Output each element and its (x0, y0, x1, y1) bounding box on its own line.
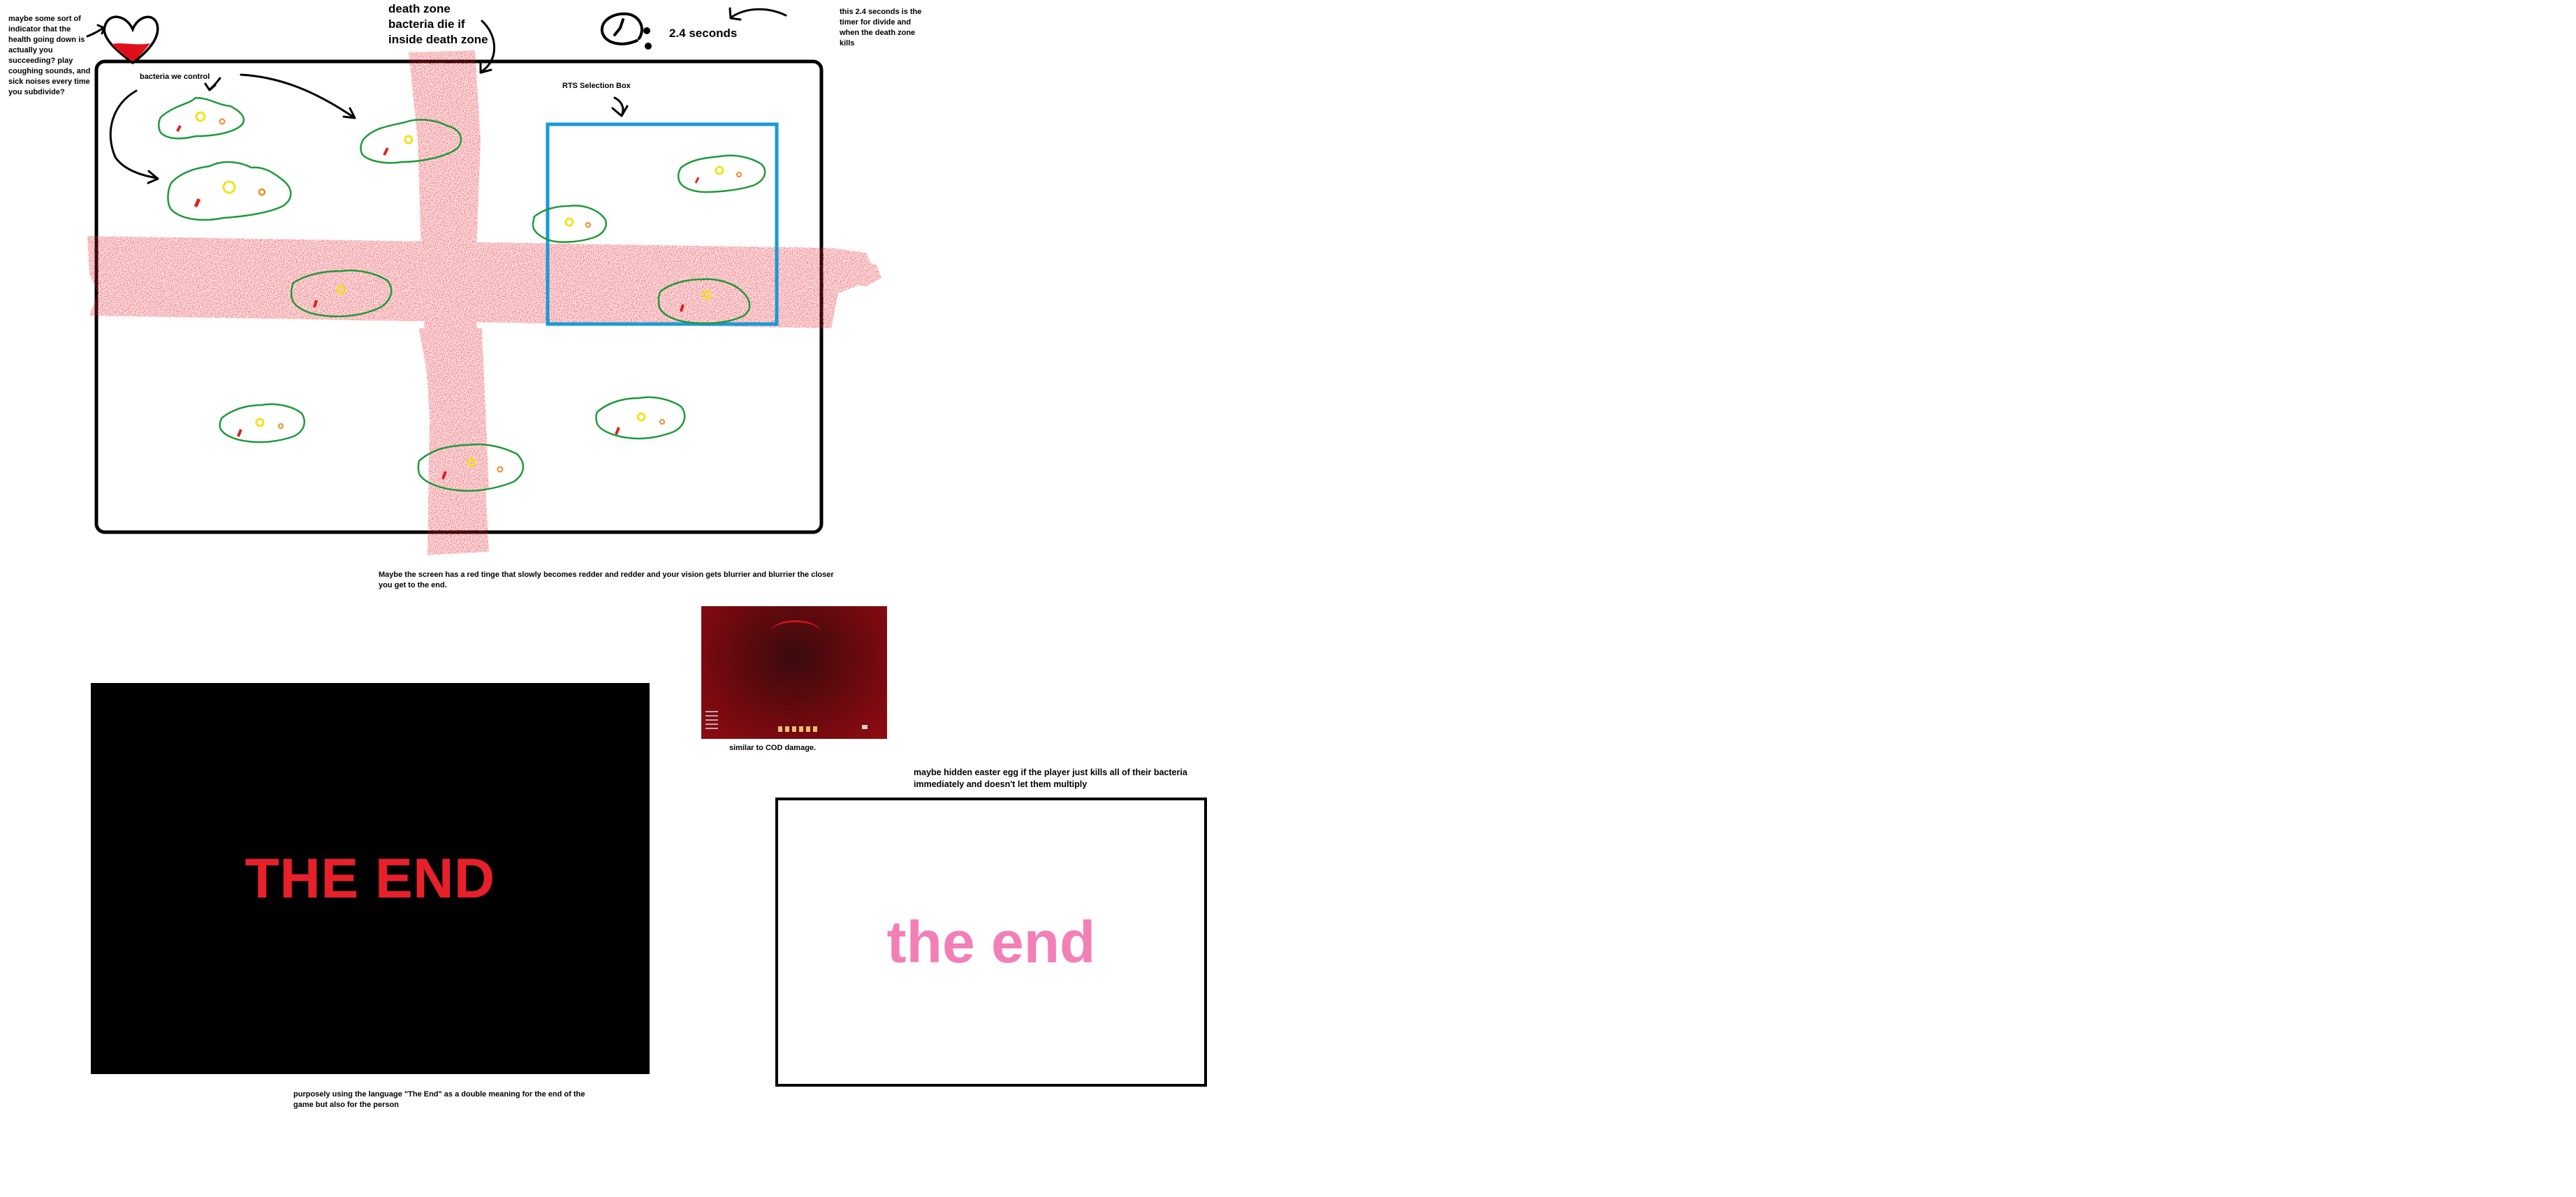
red-tinge-note: Maybe the screen has a red tinge that sl… (379, 571, 834, 589)
cod-damage-screenshot (701, 606, 887, 739)
bacterium[interactable] (657, 278, 751, 325)
the-end-screen: THE END (91, 683, 650, 1074)
death-zone-note: death zone bacteria die if inside death … (388, 2, 488, 46)
cod-hud-right (862, 725, 868, 729)
bacterium[interactable] (290, 270, 393, 318)
bacterium[interactable] (677, 154, 766, 193)
bacteria-group (158, 96, 766, 492)
arrow-to-timer (731, 8, 787, 18)
rts-selection-box-label: RTS Selection Box (562, 82, 631, 90)
bacterium[interactable] (360, 119, 462, 164)
cod-damage-arc (771, 620, 820, 643)
death-zone (87, 50, 881, 555)
bacterium[interactable] (219, 403, 305, 443)
health-indicator-note: maybe some sort of indicator that the he… (8, 15, 91, 96)
bacterium[interactable] (417, 443, 525, 492)
easter-egg-end-screen: the end (775, 798, 1207, 1087)
arrows (86, 7, 787, 184)
cod-hud-left (705, 711, 718, 729)
heart-icon (103, 15, 159, 65)
timer-value: 2.4 seconds (669, 27, 738, 40)
easter-egg-note: maybe hidden easter egg if the player ju… (914, 768, 1187, 789)
arrow-to-heart (86, 27, 105, 38)
rts-selection-box (546, 122, 779, 326)
organelles (176, 111, 742, 480)
the-end-title: THE END (244, 847, 496, 909)
easter-egg-end-title: the end (886, 909, 1096, 975)
clock-icon (600, 12, 652, 50)
bacterium[interactable] (595, 396, 686, 440)
arrow-to-death-zone (481, 20, 496, 73)
bacterium[interactable] (532, 205, 607, 243)
bacterium[interactable] (158, 96, 245, 140)
arrow-to-bacteria-2 (240, 73, 354, 118)
arrow-to-bacteria-1 (109, 89, 159, 179)
the-end-caption: purposely using the language "The End" a… (293, 1090, 585, 1109)
bacterium[interactable] (167, 161, 292, 221)
timer-explain-note: this 2.4 seconds is the timer for divide… (840, 8, 922, 47)
bacteria-label: bacteria we control (140, 73, 210, 81)
cod-hud-ammo (778, 726, 820, 732)
cod-caption: similar to COD damage. (729, 744, 817, 752)
